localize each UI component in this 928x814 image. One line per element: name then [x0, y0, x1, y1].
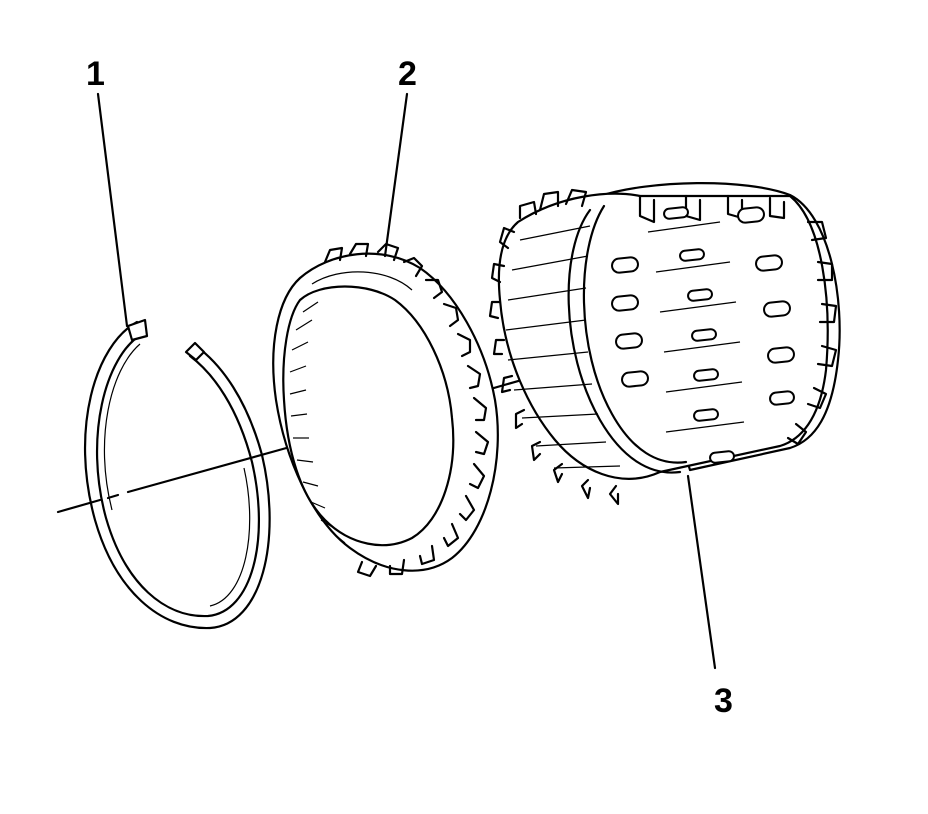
clutch-hub-part: [488, 182, 841, 506]
snap-ring-part: [84, 318, 271, 630]
callout-leader-3: [686, 474, 717, 670]
ring-gear-part: [272, 242, 499, 578]
callout-label-2: 2: [398, 55, 417, 93]
callout-label-1: 1: [86, 55, 105, 93]
callout-label-3: 3: [714, 682, 733, 720]
callout-leader-1: [96, 92, 129, 328]
callout-leader-2: [383, 92, 409, 258]
